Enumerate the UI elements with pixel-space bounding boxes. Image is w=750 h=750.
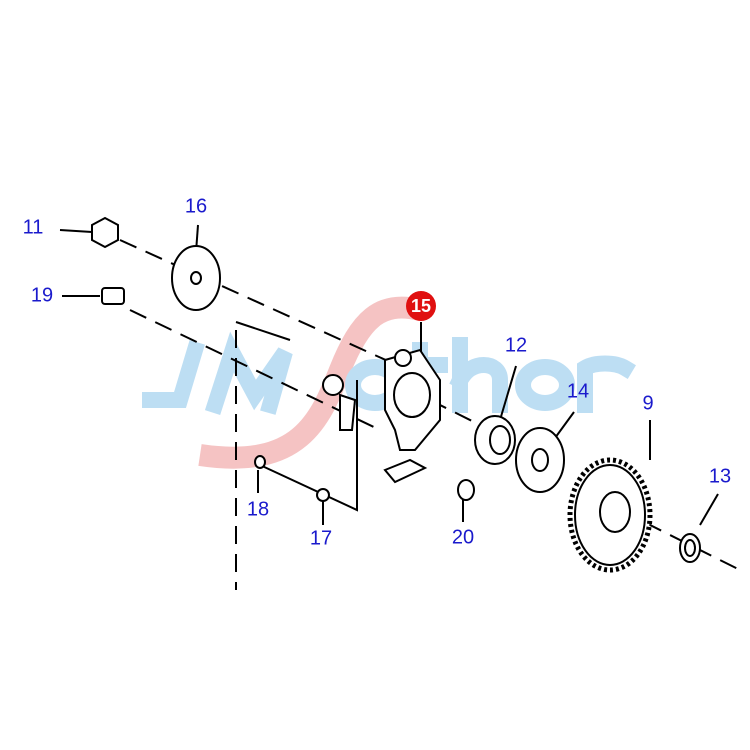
callout-17[interactable]: 17 — [309, 527, 333, 550]
callout-13[interactable]: 13 — [708, 465, 732, 488]
nut-11 — [91, 216, 119, 249]
callout-19[interactable]: 19 — [30, 284, 54, 307]
callout-11[interactable]: 11 — [22, 216, 44, 239]
callout-15-highlighted[interactable]: 15 — [406, 291, 436, 321]
callout-18[interactable]: 18 — [246, 498, 270, 521]
callout-12[interactable]: 12 — [504, 334, 528, 357]
clip-18 — [254, 455, 266, 469]
spring-17 — [316, 488, 330, 502]
bracket-lines — [235, 321, 358, 512]
callout-16[interactable]: 16 — [184, 195, 208, 218]
callout-20[interactable]: 20 — [451, 526, 475, 549]
parts — [91, 216, 701, 573]
washer-20 — [457, 479, 475, 501]
callout-14[interactable]: 14 — [566, 380, 590, 403]
bolt-19 — [101, 287, 125, 305]
callout-9[interactable]: 9 — [642, 392, 654, 415]
